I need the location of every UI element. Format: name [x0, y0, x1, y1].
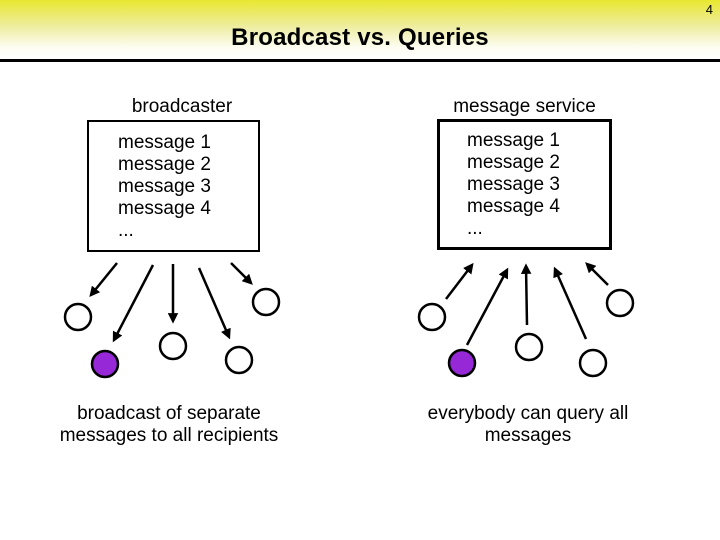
message-line: message 3 — [118, 176, 211, 197]
message-service-caption: everybody can query all messages — [398, 403, 658, 447]
broadcaster-caption: broadcast of separate messages to all re… — [39, 403, 299, 447]
recipient-node — [578, 348, 608, 378]
query-arrow — [520, 263, 532, 326]
message-service-box: message 1 message 2 message 3 message 4 … — [437, 119, 612, 250]
message-line-ellipsis: ... — [118, 220, 134, 241]
caption-line: broadcast of separate — [77, 403, 261, 424]
message-service-label: message service — [453, 96, 596, 117]
message-line: message 4 — [118, 198, 211, 219]
broadcast-arrow — [89, 262, 118, 298]
recipient-node — [224, 345, 254, 375]
header-divider-line — [0, 59, 720, 62]
recipient-node — [63, 302, 93, 332]
query-arrow — [445, 262, 474, 300]
recipient-node — [605, 288, 635, 318]
broadcaster-label: broadcaster — [131, 96, 233, 117]
recipient-node — [514, 332, 544, 362]
query-arrow — [465, 267, 509, 346]
page-number: 4 — [705, 2, 713, 17]
broadcast-arrow — [112, 264, 155, 343]
caption-line: everybody can query all — [427, 403, 629, 424]
message-line-ellipsis: ... — [467, 218, 483, 239]
message-line: message 3 — [467, 174, 560, 195]
message-line: message 2 — [467, 152, 560, 173]
query-arrow — [585, 262, 609, 286]
caption-line: messages to all recipients — [59, 425, 279, 446]
message-line: message 1 — [118, 132, 211, 153]
slide-title: Broadcast vs. Queries — [231, 24, 489, 51]
message-line: message 2 — [118, 154, 211, 175]
recipient-node — [158, 331, 188, 361]
broadcast-arrow — [230, 262, 253, 285]
query-arrow — [553, 266, 588, 340]
message-line: message 4 — [467, 196, 560, 217]
recipient-node-highlighted — [90, 349, 120, 379]
slide-header: 4 Broadcast vs. Queries — [0, 0, 720, 59]
broadcast-arrow — [197, 267, 231, 340]
broadcaster-message-box: message 1 message 2 message 3 message 4 … — [87, 120, 260, 252]
recipient-node — [417, 302, 447, 332]
caption-line: messages — [484, 425, 572, 446]
recipient-node — [251, 287, 281, 317]
recipient-node-highlighted — [447, 348, 477, 378]
message-line: message 1 — [467, 130, 560, 151]
